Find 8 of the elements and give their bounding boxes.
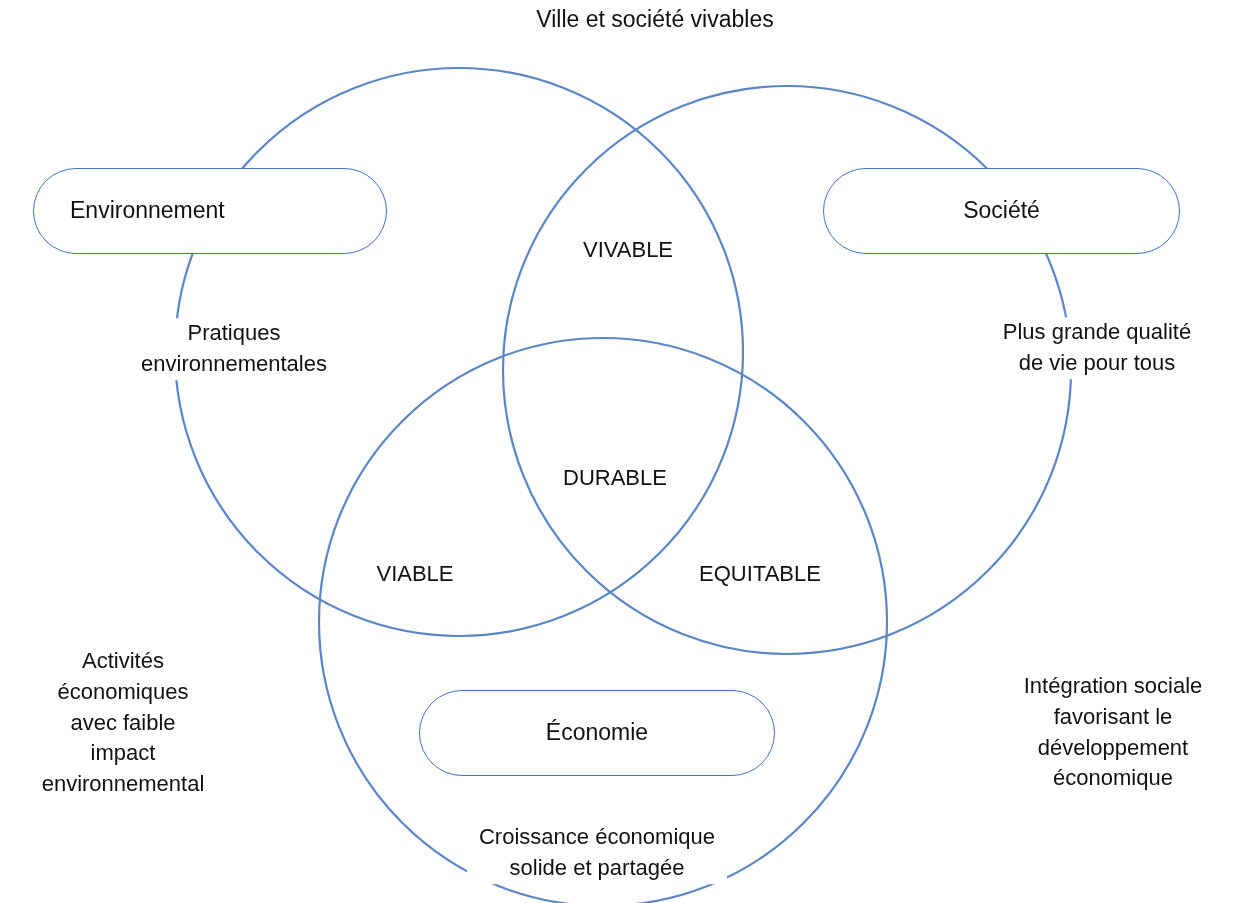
region-label: DURABLE [562,463,668,492]
region-label: EQUITABLE [698,559,822,588]
region-label: VIVABLE [581,235,675,264]
category-label: Économie [545,718,649,748]
region-label: VIABLE [375,559,455,588]
diagram-title: Ville et société vivables [536,6,774,33]
category-label: Environnement [70,196,225,226]
category-label: Société [963,196,1040,226]
